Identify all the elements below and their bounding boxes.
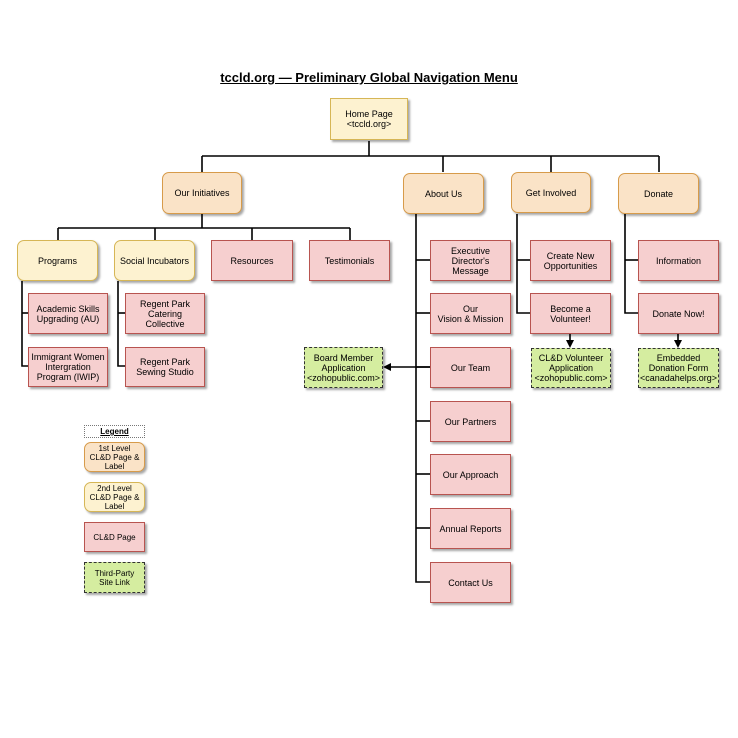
volunteer-application-link-node: CL&D Volunteer Application <zohopublic.c… bbox=[531, 348, 611, 388]
about-us-node: About Us bbox=[403, 173, 484, 214]
create-opportunities-node: Create New Opportunities bbox=[530, 240, 611, 281]
exec-message-node: Executive Director's Message bbox=[430, 240, 511, 281]
resources-node: Resources bbox=[211, 240, 293, 281]
regent-sewing-node: Regent Park Sewing Studio bbox=[125, 347, 205, 387]
immigrant-women-node: Immigrant Women Intergration Program (IW… bbox=[28, 347, 108, 387]
connector bbox=[117, 281, 125, 367]
page-title: tccld.org — Preliminary Global Navigatio… bbox=[220, 70, 518, 85]
annual-reports-node: Annual Reports bbox=[430, 508, 511, 549]
our-partners-node: Our Partners bbox=[430, 401, 511, 442]
our-approach-node: Our Approach bbox=[430, 454, 511, 495]
information-node: Information bbox=[638, 240, 719, 281]
academic-skills-node: Academic Skills Upgrading (AU) bbox=[28, 293, 108, 334]
our-team-node: Our Team bbox=[430, 347, 511, 388]
legend-third-party: Third-Party Site Link bbox=[84, 562, 145, 593]
programs-node: Programs bbox=[17, 240, 98, 281]
regent-catering-node: Regent Park Catering Collective bbox=[125, 293, 205, 334]
legend-first-level: 1st Level CL&D Page & Label bbox=[84, 442, 145, 472]
home-page-node: Home Page <tccld.org> bbox=[330, 98, 408, 140]
our-initiatives-node: Our Initiatives bbox=[162, 172, 242, 214]
legend-page: CL&D Page bbox=[84, 522, 145, 552]
social-incubators-node: Social Incubators bbox=[114, 240, 195, 281]
vision-mission-node: Our Vision & Mission bbox=[430, 293, 511, 334]
board-member-link-node: Board Member Application <zohopublic.com… bbox=[304, 347, 383, 388]
legend-second-level: 2nd Level CL&D Page & Label bbox=[84, 482, 145, 512]
connector bbox=[415, 214, 430, 583]
connector bbox=[516, 214, 530, 314]
connector bbox=[21, 281, 28, 367]
donate-now-node: Donate Now! bbox=[638, 293, 719, 334]
get-involved-node: Get Involved bbox=[511, 172, 591, 213]
contact-us-node: Contact Us bbox=[430, 562, 511, 603]
donate-node: Donate bbox=[618, 173, 699, 214]
become-volunteer-node: Become a Volunteer! bbox=[530, 293, 611, 334]
connector bbox=[624, 214, 638, 314]
embedded-donation-link-node: Embedded Donation Form <canadahelps.org> bbox=[638, 348, 719, 388]
testimonials-node: Testimonials bbox=[309, 240, 390, 281]
legend-title: Legend bbox=[84, 425, 145, 438]
